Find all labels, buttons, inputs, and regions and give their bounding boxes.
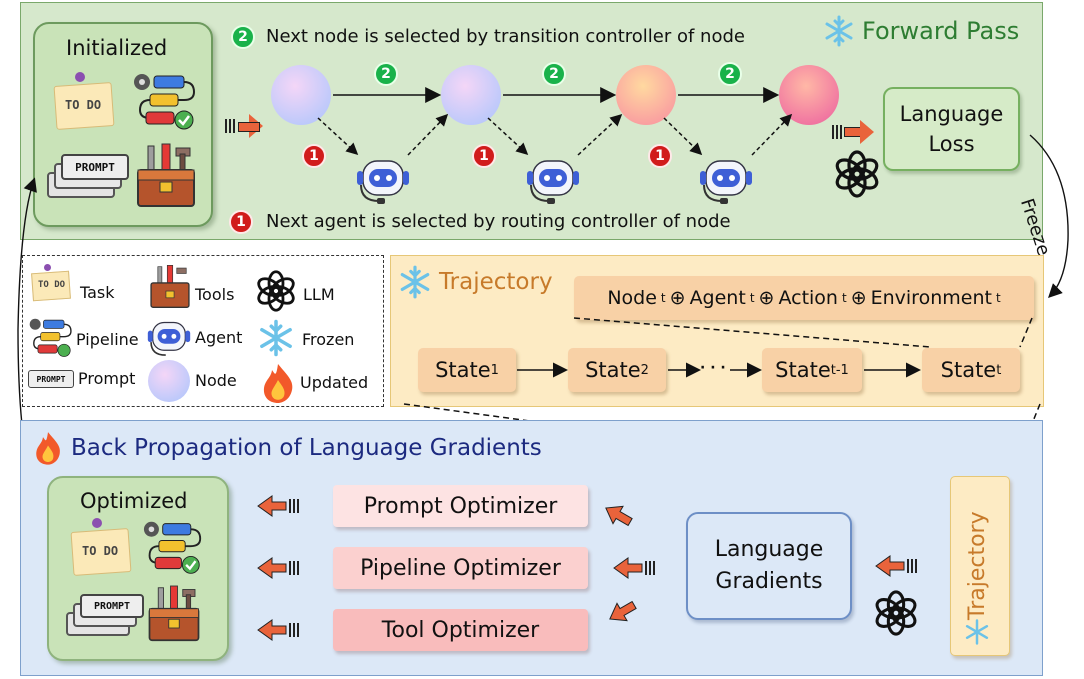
- legend-node-icon: [148, 360, 190, 402]
- pipeline-optimizer-box: Pipeline Optimizer: [333, 547, 588, 589]
- tool-optimizer-box: Tool Optimizer: [333, 609, 588, 651]
- legend-prompt-label: Prompt: [78, 369, 136, 388]
- language-loss-label: Language Loss: [899, 102, 1004, 156]
- agent-icon-2: [527, 160, 579, 204]
- tools-icon: [137, 143, 195, 207]
- init-arrow-body: [238, 122, 260, 132]
- prompt-optimizer-box: Prompt Optimizer: [333, 485, 588, 527]
- fire-icon: [36, 432, 60, 465]
- transition-badge-1: 2: [374, 62, 398, 86]
- pipeline-icon: [134, 74, 196, 130]
- transition-badge-3: 2: [718, 62, 742, 86]
- legend-updated-label: Updated: [300, 373, 369, 392]
- initialized-title: Initialized: [66, 36, 168, 60]
- trajectory-title: Trajectory: [397, 264, 553, 300]
- node-1: [271, 65, 331, 125]
- legend-task-icon: TO DO: [30, 264, 72, 304]
- snowflake-icon: [825, 15, 853, 47]
- legend-tools-label: Tools: [195, 285, 235, 304]
- routing-badge-1: 1: [302, 144, 326, 168]
- llm-icon: [835, 150, 879, 198]
- trajectory-vertical-box: [950, 476, 1010, 656]
- to-loss-arrow: [832, 120, 878, 144]
- routing-badge: 1: [229, 210, 253, 234]
- legend-agent-icon: [147, 321, 191, 356]
- language-gradients-box: Language Gradients: [686, 512, 852, 620]
- backprop-label: Back Propagation of Language Gradients: [71, 435, 542, 461]
- prompt-optimizer-label: Prompt Optimizer: [363, 493, 558, 519]
- forward-pass-label: Forward Pass: [862, 17, 1020, 45]
- legend-llm-icon: [257, 270, 295, 312]
- legend-box: [22, 255, 384, 407]
- legend-llm-label: LLM: [303, 285, 335, 304]
- legend-agent-label: Agent: [195, 328, 243, 347]
- language-loss-box: Language Loss: [883, 87, 1020, 171]
- legend-node-label: Node: [195, 371, 237, 390]
- legend-task-label: Task: [80, 283, 115, 302]
- optimized-pipeline-icon: [143, 521, 202, 574]
- optimized-task-icon: TO DO: [70, 518, 132, 576]
- prompt-icon: PROMPT: [47, 150, 131, 204]
- trajectory-vertical-snowflake-icon: [965, 619, 989, 645]
- legend-frozen-icon: [260, 319, 292, 357]
- transition-badge-2: 2: [542, 62, 566, 86]
- legend-tools-icon: [150, 265, 190, 308]
- node-2: [441, 65, 501, 125]
- agent-icon-3: [700, 160, 752, 204]
- legend-pipeline-label: Pipeline: [76, 330, 139, 349]
- routing-badge-3: 1: [648, 144, 672, 168]
- language-gradients-label: Language Gradients: [714, 537, 824, 594]
- node-3: [616, 65, 676, 125]
- task-icon: TO DO: [53, 72, 115, 130]
- transition-badge: 2: [231, 25, 255, 49]
- optimized-title: Optimized: [80, 489, 188, 513]
- backprop-title: Back Propagation of Language Gradients: [33, 430, 542, 466]
- routing-note: Next agent is selected by routing contro…: [266, 211, 731, 232]
- transition-note: Next node is selected by transition cont…: [266, 26, 745, 47]
- trajectory-ellipsis: · · ·: [700, 360, 726, 376]
- node-4: [779, 65, 839, 125]
- optimized-tools-icon: [148, 585, 200, 642]
- legend-prompt-icon: PROMPT: [28, 370, 74, 388]
- trajectory-vertical-label: Trajectory: [965, 511, 990, 620]
- agent-icon-1: [357, 160, 409, 204]
- legend-updated-icon: [263, 364, 293, 403]
- pipeline-optimizer-label: Pipeline Optimizer: [360, 555, 561, 581]
- trajectory-snowflake-icon: [400, 265, 430, 299]
- gradients-llm-icon: [875, 590, 917, 636]
- routing-badge-2: 1: [472, 144, 496, 168]
- optimized-prompt-icon: PROMPT: [66, 592, 150, 642]
- legend-pipeline-icon: [29, 318, 72, 357]
- forward-pass-title: Forward Pass: [822, 14, 1019, 48]
- legend-frozen-label: Frozen: [302, 330, 355, 349]
- trajectory-label: Trajectory: [439, 269, 553, 295]
- tool-optimizer-label: Tool Optimizer: [381, 617, 540, 643]
